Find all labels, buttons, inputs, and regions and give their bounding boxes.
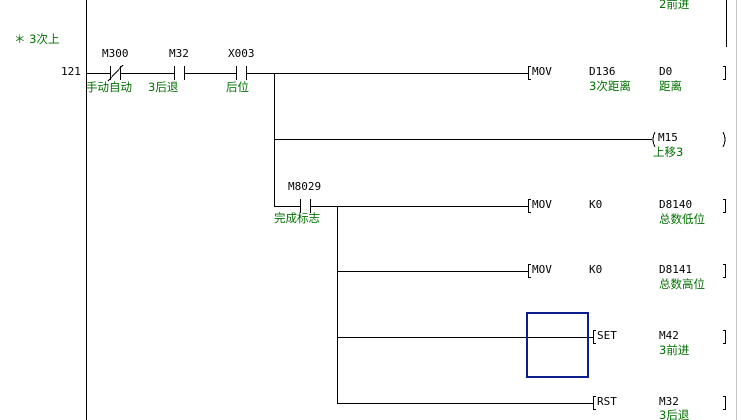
contact-comment: 完成标志 — [274, 211, 320, 225]
instruction-op: SET — [597, 329, 617, 342]
coil-m15[interactable] — [652, 131, 726, 148]
instruction-dst-comment: 总数高位 — [659, 277, 705, 291]
instruction-dst: M32 — [659, 395, 679, 408]
prev-rung-comment: 2前进 — [659, 0, 690, 11]
contact-comment: 后位 — [226, 80, 249, 94]
instruction-src: K0 — [589, 198, 602, 211]
instruction-dst-comment: 距离 — [659, 79, 682, 93]
instruction-mov-d0[interactable] — [528, 66, 726, 80]
contact-comment: 手动自动 — [86, 80, 132, 94]
step-number: 121 — [61, 65, 81, 78]
instruction-dst-comment: 3后退 — [659, 408, 690, 420]
coil-device-label: M15 — [658, 131, 678, 144]
statement-comment: ＊ 3次上 — [14, 32, 59, 46]
contact-device-label: M32 — [169, 47, 189, 60]
contact-device-label: X003 — [228, 47, 255, 60]
instruction-dst: D0 — [659, 65, 672, 78]
instruction-dst: D8140 — [659, 198, 692, 211]
contact-comment: 3后退 — [148, 80, 179, 94]
contact-m32[interactable] — [174, 66, 185, 80]
contact-device-label: M8029 — [288, 180, 321, 193]
coil-comment: 上移3 — [653, 145, 683, 159]
instruction-dst-comment: 3前进 — [659, 343, 690, 357]
instruction-op: MOV — [532, 263, 552, 276]
instruction-set-m42[interactable] — [593, 330, 726, 344]
instruction-rst-m32[interactable] — [593, 396, 726, 410]
contact-x003[interactable] — [236, 66, 247, 80]
instruction-mov-d8141[interactable] — [528, 264, 726, 278]
contact-device-label: M300 — [102, 47, 129, 60]
instruction-dst: M42 — [659, 329, 679, 342]
instruction-dst-comment: 总数低位 — [659, 212, 705, 226]
instruction-op: MOV — [532, 198, 552, 211]
instruction-dst: D8141 — [659, 263, 692, 276]
instruction-src-comment: 3次距离 — [589, 79, 631, 93]
instruction-op: MOV — [532, 65, 552, 78]
selection-cursor[interactable] — [526, 312, 589, 378]
instruction-src: D136 — [589, 65, 616, 78]
instruction-op: RST — [597, 395, 617, 408]
instruction-src: K0 — [589, 263, 602, 276]
instruction-mov-d8140[interactable] — [528, 199, 726, 213]
